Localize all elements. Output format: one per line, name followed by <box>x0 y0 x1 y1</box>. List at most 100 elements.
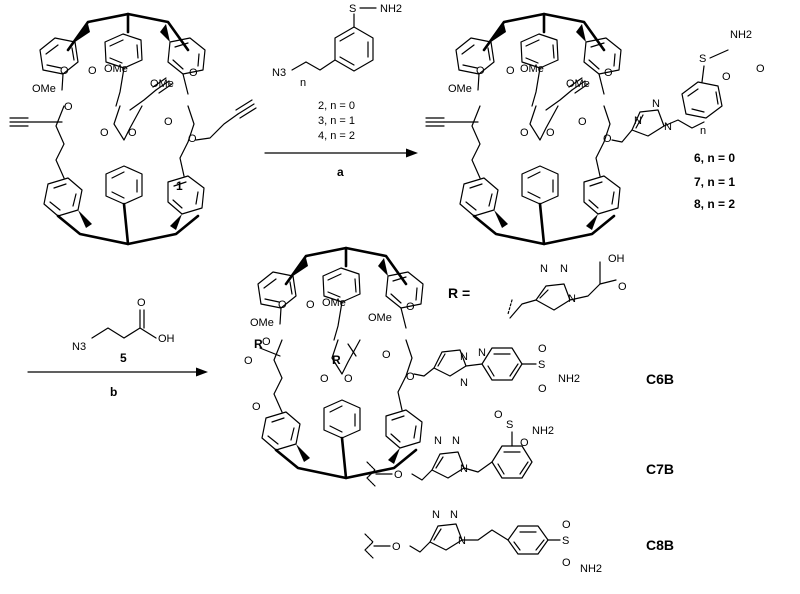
o-label: O <box>538 343 547 355</box>
o-label: O <box>494 409 503 421</box>
o-label: O <box>100 127 109 139</box>
n-label: N <box>652 98 660 110</box>
nh2-label: NH2 <box>532 425 554 437</box>
reaction-arrow-b: b <box>27 367 208 399</box>
product-6-label: 6, n = 0 <box>694 151 735 165</box>
compound-c7b-label: C7B <box>646 461 674 477</box>
n-label: N <box>664 121 672 133</box>
o-label: O <box>603 133 612 145</box>
compound-c8b-label: C8B <box>646 537 674 553</box>
carbonyl-o-label: O <box>137 297 146 309</box>
o-label: O <box>344 373 353 385</box>
n-subscript-label: n <box>300 77 306 89</box>
o-label: O <box>406 301 415 313</box>
ome-label: OMe <box>250 317 274 329</box>
n-label: N <box>434 435 442 447</box>
n-label: N <box>460 463 468 475</box>
o-label: O <box>520 437 529 449</box>
sulfur-label: S <box>562 535 569 547</box>
oh-label: OH <box>608 253 625 265</box>
azide-label: N3 <box>272 67 286 79</box>
compound-c6b-structure <box>256 246 537 480</box>
ome-label: OMe <box>520 63 544 75</box>
reaction-arrow-a: a <box>264 148 418 179</box>
o-label: O <box>562 519 571 531</box>
o-label: O <box>262 336 271 348</box>
compound-c6b-label: C6B <box>646 371 674 387</box>
ome-label: OMe <box>448 83 472 95</box>
o-label: O <box>60 65 69 77</box>
o-label: O <box>252 401 261 413</box>
n-label: N <box>452 435 460 447</box>
r-group-definition: R = N N N OH O <box>448 253 627 319</box>
o-label: O <box>618 281 627 293</box>
compound-c7b-fragment: O N N N S O O NH2 C7B <box>366 409 674 487</box>
n-label: N <box>450 509 458 521</box>
o-label: O <box>538 383 547 395</box>
o-label: O <box>394 469 403 481</box>
reagent-numbers: 2, n = 0 3, n = 1 4, n = 2 <box>318 100 355 142</box>
o-label: O <box>722 71 731 83</box>
o-label: O <box>562 557 571 569</box>
compounds-6-8-labels: OMe OMe OMe O O O O O O O N N N n NH2 O … <box>448 29 765 211</box>
sulfur-label: S <box>699 53 706 65</box>
compound-1-number: 1 <box>176 179 183 193</box>
sulfur-label: S <box>506 419 513 431</box>
o-label: O <box>278 299 287 311</box>
product-8-label: 8, n = 2 <box>694 197 735 211</box>
o-label: O <box>189 67 198 79</box>
o-label: O <box>244 355 253 367</box>
o-label: O <box>320 373 329 385</box>
r-group-label: R <box>332 353 341 367</box>
reagent-3-label: 3, n = 1 <box>318 115 355 127</box>
azido-propanoic-acid: O OH N3 5 <box>72 297 175 365</box>
o-label: O <box>382 349 391 361</box>
n-subscript-label: n <box>700 125 706 137</box>
n-label: N <box>568 293 576 305</box>
compound-c6b-labels: OMe OMe OMe O O O O O O O O O O R R N N … <box>244 297 674 413</box>
n-label: N <box>478 347 486 359</box>
o-label: O <box>506 65 515 77</box>
o-label: O <box>578 116 587 128</box>
o-label: O <box>406 371 415 383</box>
sulfur-label: S <box>349 3 356 15</box>
sulfur-label: S <box>538 359 545 371</box>
ome-label: OMe <box>368 312 392 324</box>
o-label: O <box>64 101 73 113</box>
step-a-label: a <box>337 165 344 179</box>
n-label: N <box>560 263 568 275</box>
o-label: O <box>392 541 401 553</box>
r-equals-label: R = <box>448 285 470 301</box>
o-label: O <box>88 65 97 77</box>
o-label: O <box>756 63 765 75</box>
ome-label: OMe <box>322 297 346 309</box>
o-label: O <box>188 133 197 145</box>
o-label: O <box>306 299 315 311</box>
n-label: N <box>634 115 642 127</box>
nh2-label: NH2 <box>558 373 580 385</box>
compound-c8b-fragment: O N N N S O O NH2 C8B <box>364 509 674 575</box>
reagent-2-label: 2, n = 0 <box>318 100 355 112</box>
azide-label: N3 <box>72 341 86 353</box>
compounds-6-8-structure: S <box>425 12 729 246</box>
o-label: O <box>128 127 137 139</box>
azide-5-number: 5 <box>120 351 127 365</box>
step-b-label: b <box>110 385 117 399</box>
ome-label: OMe <box>566 78 590 90</box>
n-label: N <box>432 509 440 521</box>
n-label: N <box>460 377 468 389</box>
nh2-label: NH2 <box>730 29 752 41</box>
nh2-label: NH2 <box>380 3 402 15</box>
compound-1-structure <box>9 12 257 246</box>
ome-label: OMe <box>32 83 56 95</box>
ome-label: OMe <box>104 63 128 75</box>
o-label: O <box>520 127 529 139</box>
reagent-4-label: 4, n = 2 <box>318 130 355 142</box>
oh-label: OH <box>158 333 175 345</box>
o-label: O <box>546 127 555 139</box>
n-label: N <box>460 351 468 363</box>
compound-1-labels: OMe OMe OMe O O O O O O O O 1 <box>32 63 198 193</box>
o-label: O <box>604 67 613 79</box>
o-label: O <box>164 116 173 128</box>
